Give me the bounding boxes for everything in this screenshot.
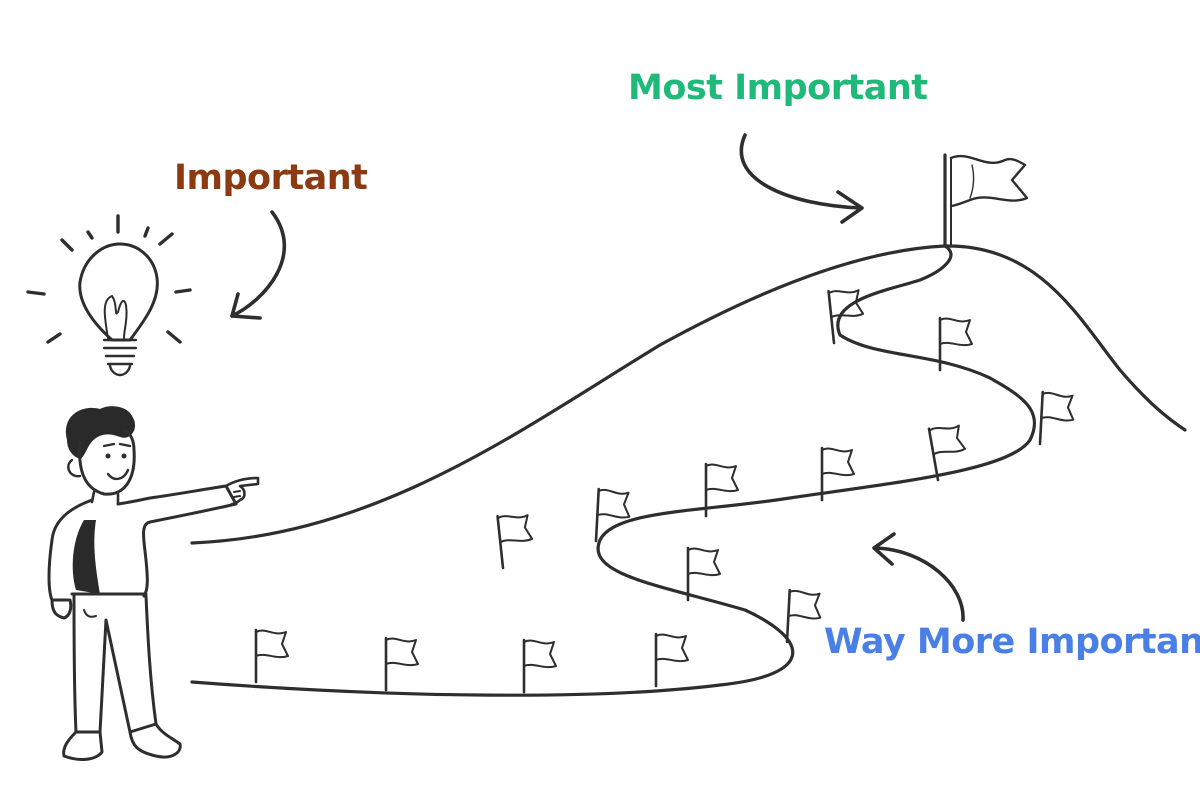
winding-path: [190, 244, 1037, 697]
summit-flag-icon: [943, 153, 1029, 248]
arrow-icon: [230, 210, 286, 320]
flag-icon: [496, 511, 537, 570]
flag-icon: [522, 638, 558, 694]
flag-icon: [654, 632, 690, 688]
flag-icon: [254, 628, 290, 684]
flag-icon: [785, 588, 823, 645]
label-way-more-important: Way More Important: [824, 622, 1200, 662]
flag-icon: [1038, 390, 1076, 447]
flag-icon: [686, 546, 722, 602]
mountain-outline: [190, 244, 1187, 545]
flag-icon: [827, 286, 868, 345]
label-most-important: Most Important: [628, 68, 928, 108]
flag-icon: [384, 636, 420, 692]
flag-icon: [594, 487, 632, 544]
arrow-icon: [739, 133, 864, 224]
arrow-icon: [872, 532, 965, 622]
label-important: Important: [174, 158, 368, 198]
person-illustration: [47, 406, 260, 761]
lightbulb-icon: [26, 214, 192, 377]
